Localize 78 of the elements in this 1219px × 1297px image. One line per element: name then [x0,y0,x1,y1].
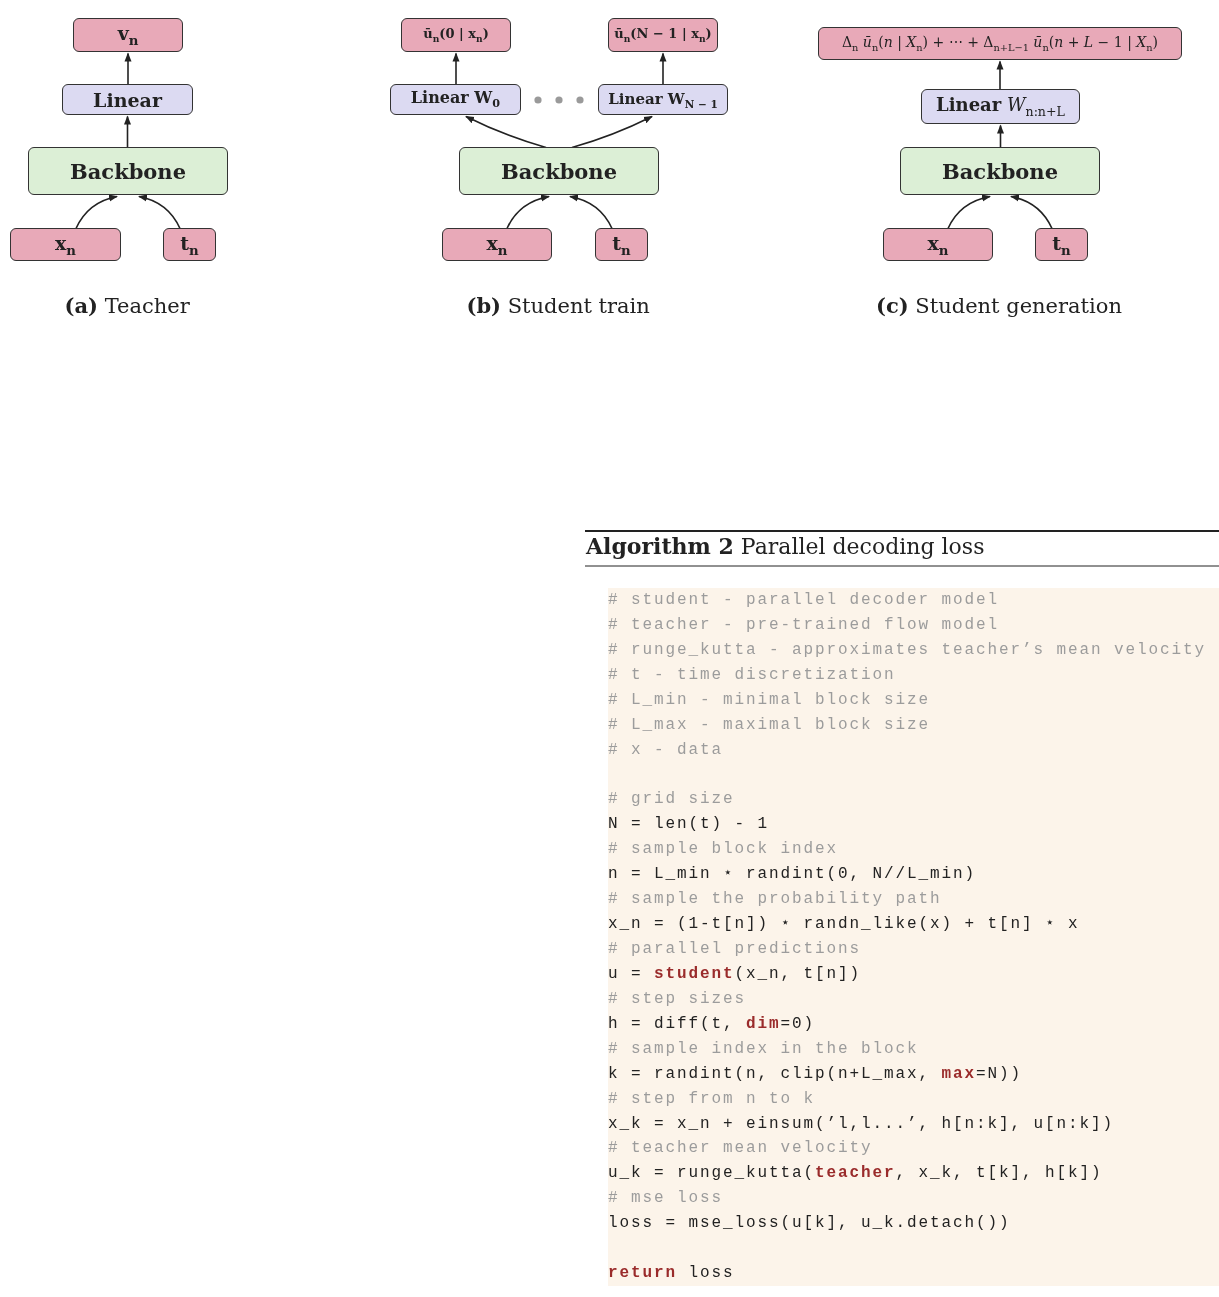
math-label: v$_{n}$ [117,22,139,48]
math-label: Backbone [501,158,617,184]
code-comment: # step from n to k [608,1088,816,1110]
linear-layer-box [921,89,1080,124]
output-box [73,18,183,52]
code-line: n = L_min ⋆ randint(0, N//L_min) [608,864,977,886]
math-label: x$_{n}$ [55,231,76,258]
arrow [997,124,1004,149]
arrow [452,52,460,86]
code-line: N = len(t) - 1 [608,814,770,836]
code-comment: # t - time discretization [608,664,896,686]
arrow [996,60,1004,91]
code-line: h = diff(t, dim=0) [608,1013,816,1035]
arrow [571,115,653,149]
output-box [401,18,511,52]
arrow [124,115,131,149]
code-line: loss = mse_loss(u[k], u_k.detach()) [608,1213,1011,1235]
arrow [506,194,550,230]
subfigure-caption: (c) Student generation [876,293,1122,318]
code-line: return loss [608,1263,735,1285]
math-label: t$_{n}$ [180,231,199,258]
arrow [1010,194,1053,230]
code-comment: # sample block index [608,839,839,861]
math-label: Linear W$_{N − 1}$ [608,89,718,110]
linear-layer-box [62,84,193,115]
math-label: Backbone [70,158,186,184]
math-label: ū$_{n}$(0 | x$_{n}$) [423,26,489,44]
arrow [569,194,613,230]
code-comment: # sample index in the block [608,1038,919,1060]
code-comment: # sample the probability path [608,889,942,911]
math-label: Linear [93,88,162,111]
input-box [595,228,648,261]
math-label: Linear W$_{n:n+L}$ [936,94,1065,119]
arrow [138,194,181,230]
arrow [124,52,132,86]
linear-layer-box [598,84,728,115]
arrow [659,52,667,86]
subfigure-caption: (b) Student train [466,293,650,318]
code-line: u = student(x_n, t[n]) [608,963,862,985]
math-label: t$_{n}$ [612,231,631,258]
arrow [75,194,118,230]
arrow [947,194,991,230]
code-comment: # L_max - maximal block size [608,714,931,736]
math-label: ū$_{n}$(N − 1 | x$_{n}$) [614,26,712,44]
code-comment: # grid size [608,789,735,811]
code-comment: # runge_kutta - approximates teacher’s mean velocity [608,639,1207,661]
math-label: x$_{n}$ [486,231,508,258]
code-comment: # step sizes [608,988,747,1010]
code-comment: # teacher mean velocity [608,1138,873,1160]
math-label: x$_{n}$ [927,231,949,258]
arrow [465,115,547,149]
code-comment: # teacher - pre-trained flow model [608,614,1000,636]
code-comment: # x - data [608,739,723,761]
code-line: u_k = runge_kutta(teacher, x_k, t[k], h[k]) [608,1163,1103,1185]
code-comment: # parallel predictions [608,939,862,960]
code-comment: # student - parallel decoder model [608,590,1000,611]
code-comment: # L_min - minimal block size [608,689,931,711]
math-label: t$_{n}$ [1052,231,1071,258]
backbone-box [900,147,1100,195]
linear-layer-box [390,84,521,115]
input-box [883,228,993,261]
input-box [1035,228,1088,261]
code-line: k = randint(n, clip(n+L_max, max=N)) [608,1063,1023,1085]
code-comment: # mse loss [608,1188,723,1210]
output-box [608,18,718,52]
backbone-box [28,147,228,195]
math-label: Δ$_{n}$ ū$_{n}$(n | X$_{n}$) + ⋯ + Δ$_{n+L−1}$ ū$_{n}$(n +L− 1 | X$_{n}$) [841,34,1159,53]
input-box [10,228,121,261]
math-label: Linear W$_{0}$ [410,88,501,111]
code-line: x_k = x_n + einsum(’l,l...’, h[n:k], u[n:k]) [608,1113,1115,1135]
subfigure-caption: (a) Teacher [64,293,190,318]
code-line: x_n = (1-t[n]) ⋆ randn_like(x) + t[n] ⋆ x [608,914,1080,936]
math-label: Backbone [942,158,1058,184]
input-box [442,228,552,261]
output-box [818,27,1182,60]
input-box [163,228,216,261]
backbone-box [459,147,659,195]
algorithm-heading: Algorithm 2 Parallel decoding loss [586,533,985,559]
